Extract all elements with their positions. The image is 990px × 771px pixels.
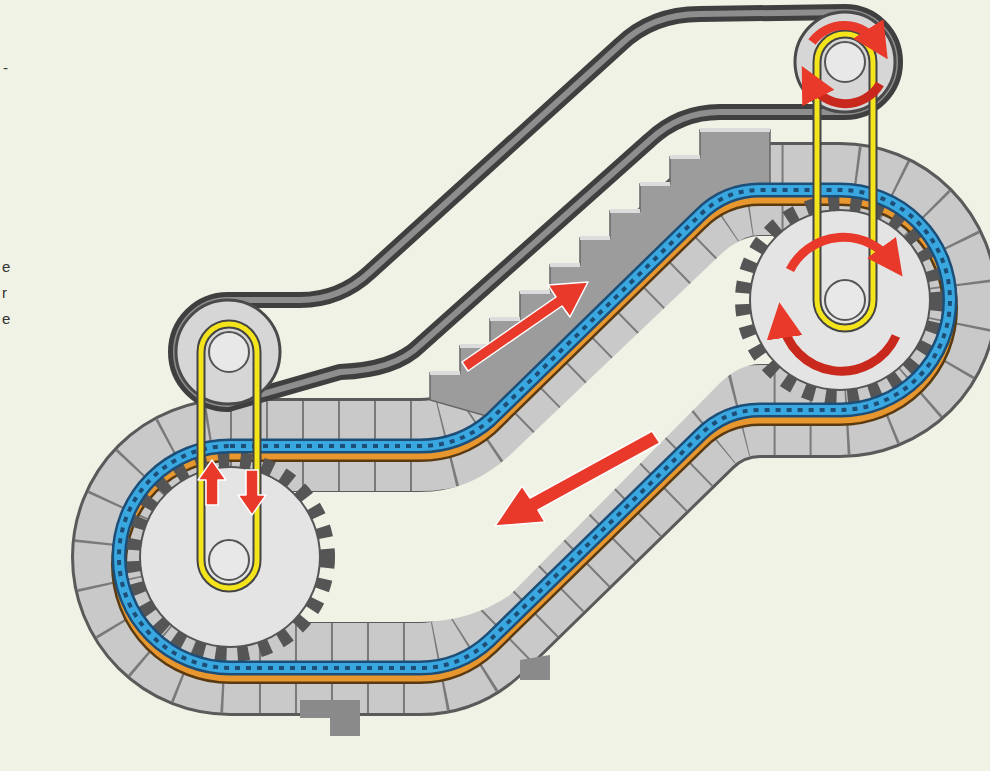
- shaft: [825, 280, 865, 320]
- caption-fragment: e: [2, 311, 10, 326]
- right-gear: [744, 204, 936, 396]
- rotation-arrows: [782, 26, 896, 372]
- step-joints: [119, 190, 950, 668]
- shaft: [825, 42, 865, 82]
- caption-fragment: r: [2, 285, 7, 300]
- motion-arrows: [198, 282, 660, 526]
- drive-chain-fill: [119, 190, 950, 668]
- caption-fragment: e: [2, 259, 10, 274]
- left-pulley: [176, 300, 280, 404]
- handrail: [176, 12, 895, 404]
- left-gear: [134, 461, 326, 653]
- left-belt: [201, 324, 257, 588]
- chain-links: [119, 190, 950, 668]
- right-belt-fill: [817, 34, 873, 328]
- drive-chain: [119, 190, 950, 668]
- shaft: [209, 332, 249, 372]
- shaft: [209, 540, 249, 580]
- handrail-highlight: [176, 12, 895, 404]
- caption-fragment: -: [3, 60, 8, 75]
- step-ring-face: [119, 190, 950, 668]
- right-pulley: [795, 12, 895, 112]
- right-belt: [817, 34, 873, 328]
- step-ring: [119, 190, 950, 668]
- left-belt-fill: [201, 324, 257, 588]
